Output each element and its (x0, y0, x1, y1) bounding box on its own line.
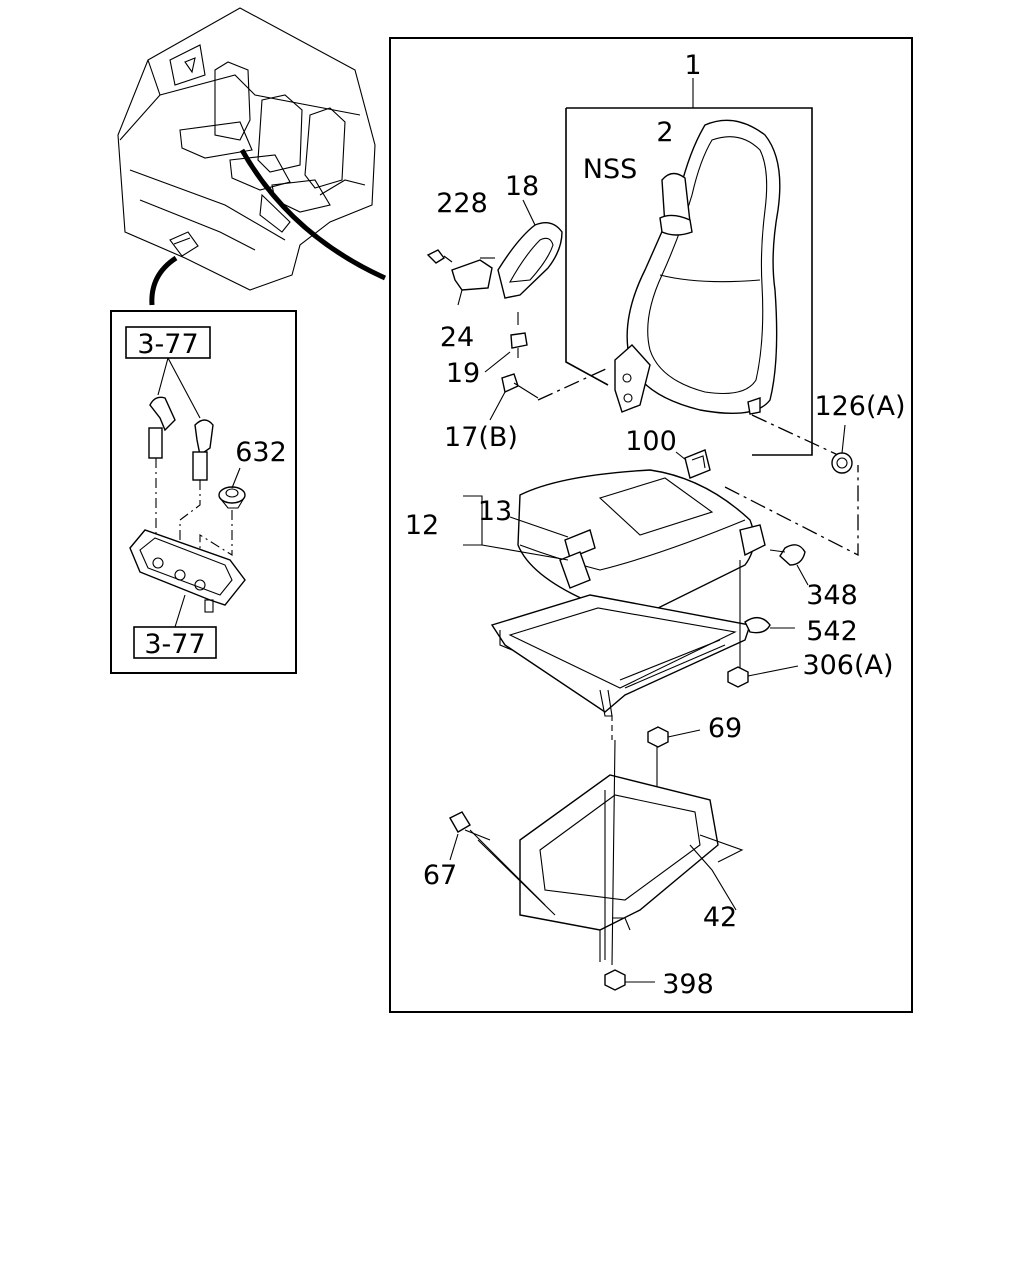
nss-clip (659, 214, 693, 236)
callout-69: 69 (708, 713, 742, 744)
ref-label-bottom: 3-77 (144, 629, 205, 660)
hose-connector-right (194, 419, 214, 457)
recliner-lever-parts (426, 199, 609, 421)
seat-cushion-assembly (463, 465, 859, 616)
ref-label-top: 3-77 (137, 329, 198, 360)
clip-100 (684, 449, 711, 479)
callout-12: 12 (405, 510, 439, 541)
screw-228 (426, 249, 446, 264)
main-parts-frame (389, 37, 913, 1013)
callout-1: 1 (684, 50, 701, 81)
callout-126a: 126(A) (814, 391, 905, 422)
callout-542: 542 (806, 616, 858, 647)
callout-19: 19 (446, 358, 480, 389)
callout-24: 24 (440, 322, 474, 353)
callout-nss: NSS (583, 154, 637, 185)
callout-348: 348 (806, 580, 858, 611)
nut-306a (727, 666, 749, 688)
fastener-348 (779, 544, 806, 566)
bolt-67 (449, 811, 471, 833)
nut-69 (647, 726, 669, 748)
callout-labels: 1 2 NSS 18 228 24 19 17(B) 100 126(A) 12… (235, 50, 905, 1000)
seat-cushion (517, 469, 755, 616)
screw-19 (510, 332, 528, 349)
callout-2: 2 (656, 117, 673, 148)
seat-hinge (614, 344, 651, 413)
callout-306a: 306(A) (802, 650, 893, 681)
seat-back-assembly (565, 78, 839, 456)
lever-handle-18 (497, 222, 563, 299)
slide-rail-frame (490, 594, 751, 713)
seat-slide-rail (490, 560, 799, 717)
seat-base (519, 774, 719, 931)
seat-hinge-13 (564, 529, 596, 559)
inset-panel: 3-77 3-77 (110, 310, 297, 674)
callout-632: 632 (235, 437, 287, 468)
callout-67: 67 (423, 860, 457, 891)
hose-connector-left (149, 396, 176, 432)
cab-overview (117, 7, 387, 306)
callout-18: 18 (505, 171, 539, 202)
callout-228: 228 (436, 188, 488, 219)
bolt-17b (501, 373, 519, 394)
clip-and-bush (675, 424, 853, 479)
bush-126a (831, 452, 853, 474)
hose-nozzle-left (148, 427, 163, 459)
callout-17b: 17(B) (444, 422, 518, 453)
callout-13: 13 (478, 496, 512, 527)
strap-542 (744, 617, 771, 634)
seat-base-bracket (449, 715, 744, 991)
callout-398: 398 (662, 969, 714, 1000)
callout-100: 100 (625, 426, 677, 457)
hose-nozzle-right (192, 451, 208, 481)
nut-398 (604, 969, 626, 991)
connector-base-plate (129, 529, 246, 606)
callout-42: 42 (703, 902, 737, 933)
cover-24 (451, 259, 493, 291)
seat-back (626, 119, 781, 415)
